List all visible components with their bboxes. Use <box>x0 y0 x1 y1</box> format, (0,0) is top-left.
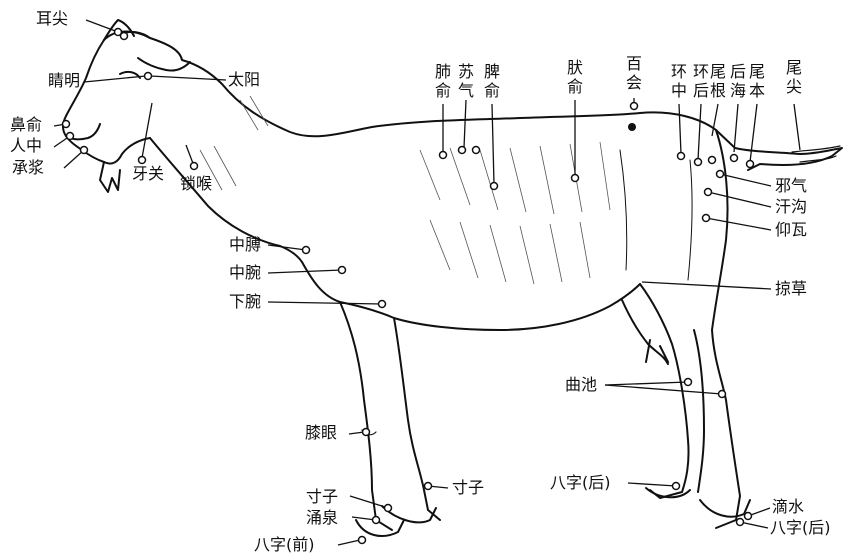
label-hou-hai: 后海 <box>729 62 747 100</box>
label-yang-wa: 仰瓦 <box>775 221 807 239</box>
label-ya-guan: 牙关 <box>132 165 164 183</box>
label-han-gou: 汗沟 <box>775 198 807 216</box>
label-cun-zi-mid: 寸子 <box>452 479 484 497</box>
label-zhong-wan: 中腕 <box>229 264 261 282</box>
label-zhong-zhou: 中膊 <box>229 236 261 254</box>
label-ba-zi-hind: 八字(后) <box>550 474 611 492</box>
label-bi-yu: 鼻俞 <box>10 116 42 134</box>
label-yong-quan: 涌泉 <box>306 509 338 527</box>
label-cun-zi-front: 寸子 <box>306 488 338 506</box>
label-xie-qi: 邪气 <box>775 177 807 195</box>
label-fei-yu: 肺俞 <box>434 62 452 100</box>
label-bai-hui: 百会 <box>625 54 643 92</box>
label-wei-ben: 尾本 <box>748 62 766 100</box>
label-cheng-jiang: 承浆 <box>12 159 44 177</box>
label-lue-cao: 掠草 <box>775 280 807 298</box>
label-du-yu: 肰俞 <box>566 58 584 96</box>
label-pi-yu: 脾俞 <box>483 62 501 100</box>
bai-hui-dark-mark <box>628 123 636 131</box>
label-qu-chi: 曲池 <box>565 376 597 394</box>
label-di-shui: 滴水 <box>772 498 804 516</box>
label-tai-yang: 太阳 <box>228 71 260 89</box>
label-wei-jian: 尾尖 <box>785 58 803 96</box>
acupoint-markers <box>63 29 754 544</box>
label-huan-zhong: 环中 <box>670 62 688 100</box>
label-su-qi: 苏气 <box>457 62 475 100</box>
label-wei-gen: 尾根 <box>709 62 727 100</box>
label-jing-ming: 睛明 <box>48 72 80 90</box>
label-er-jian: 耳尖 <box>36 10 68 28</box>
label-huan-hou: 环后 <box>692 62 710 100</box>
label-xia-wan: 下腕 <box>229 293 261 311</box>
label-ba-zi-front: 八字(前) <box>254 536 315 554</box>
label-ba-zi-hind-2: 八字(后) <box>770 519 831 537</box>
label-ren-zhong: 人中 <box>10 137 42 155</box>
label-xi-yan: 膝眼 <box>305 424 337 442</box>
label-suo-hou: 锁喉 <box>180 175 212 193</box>
